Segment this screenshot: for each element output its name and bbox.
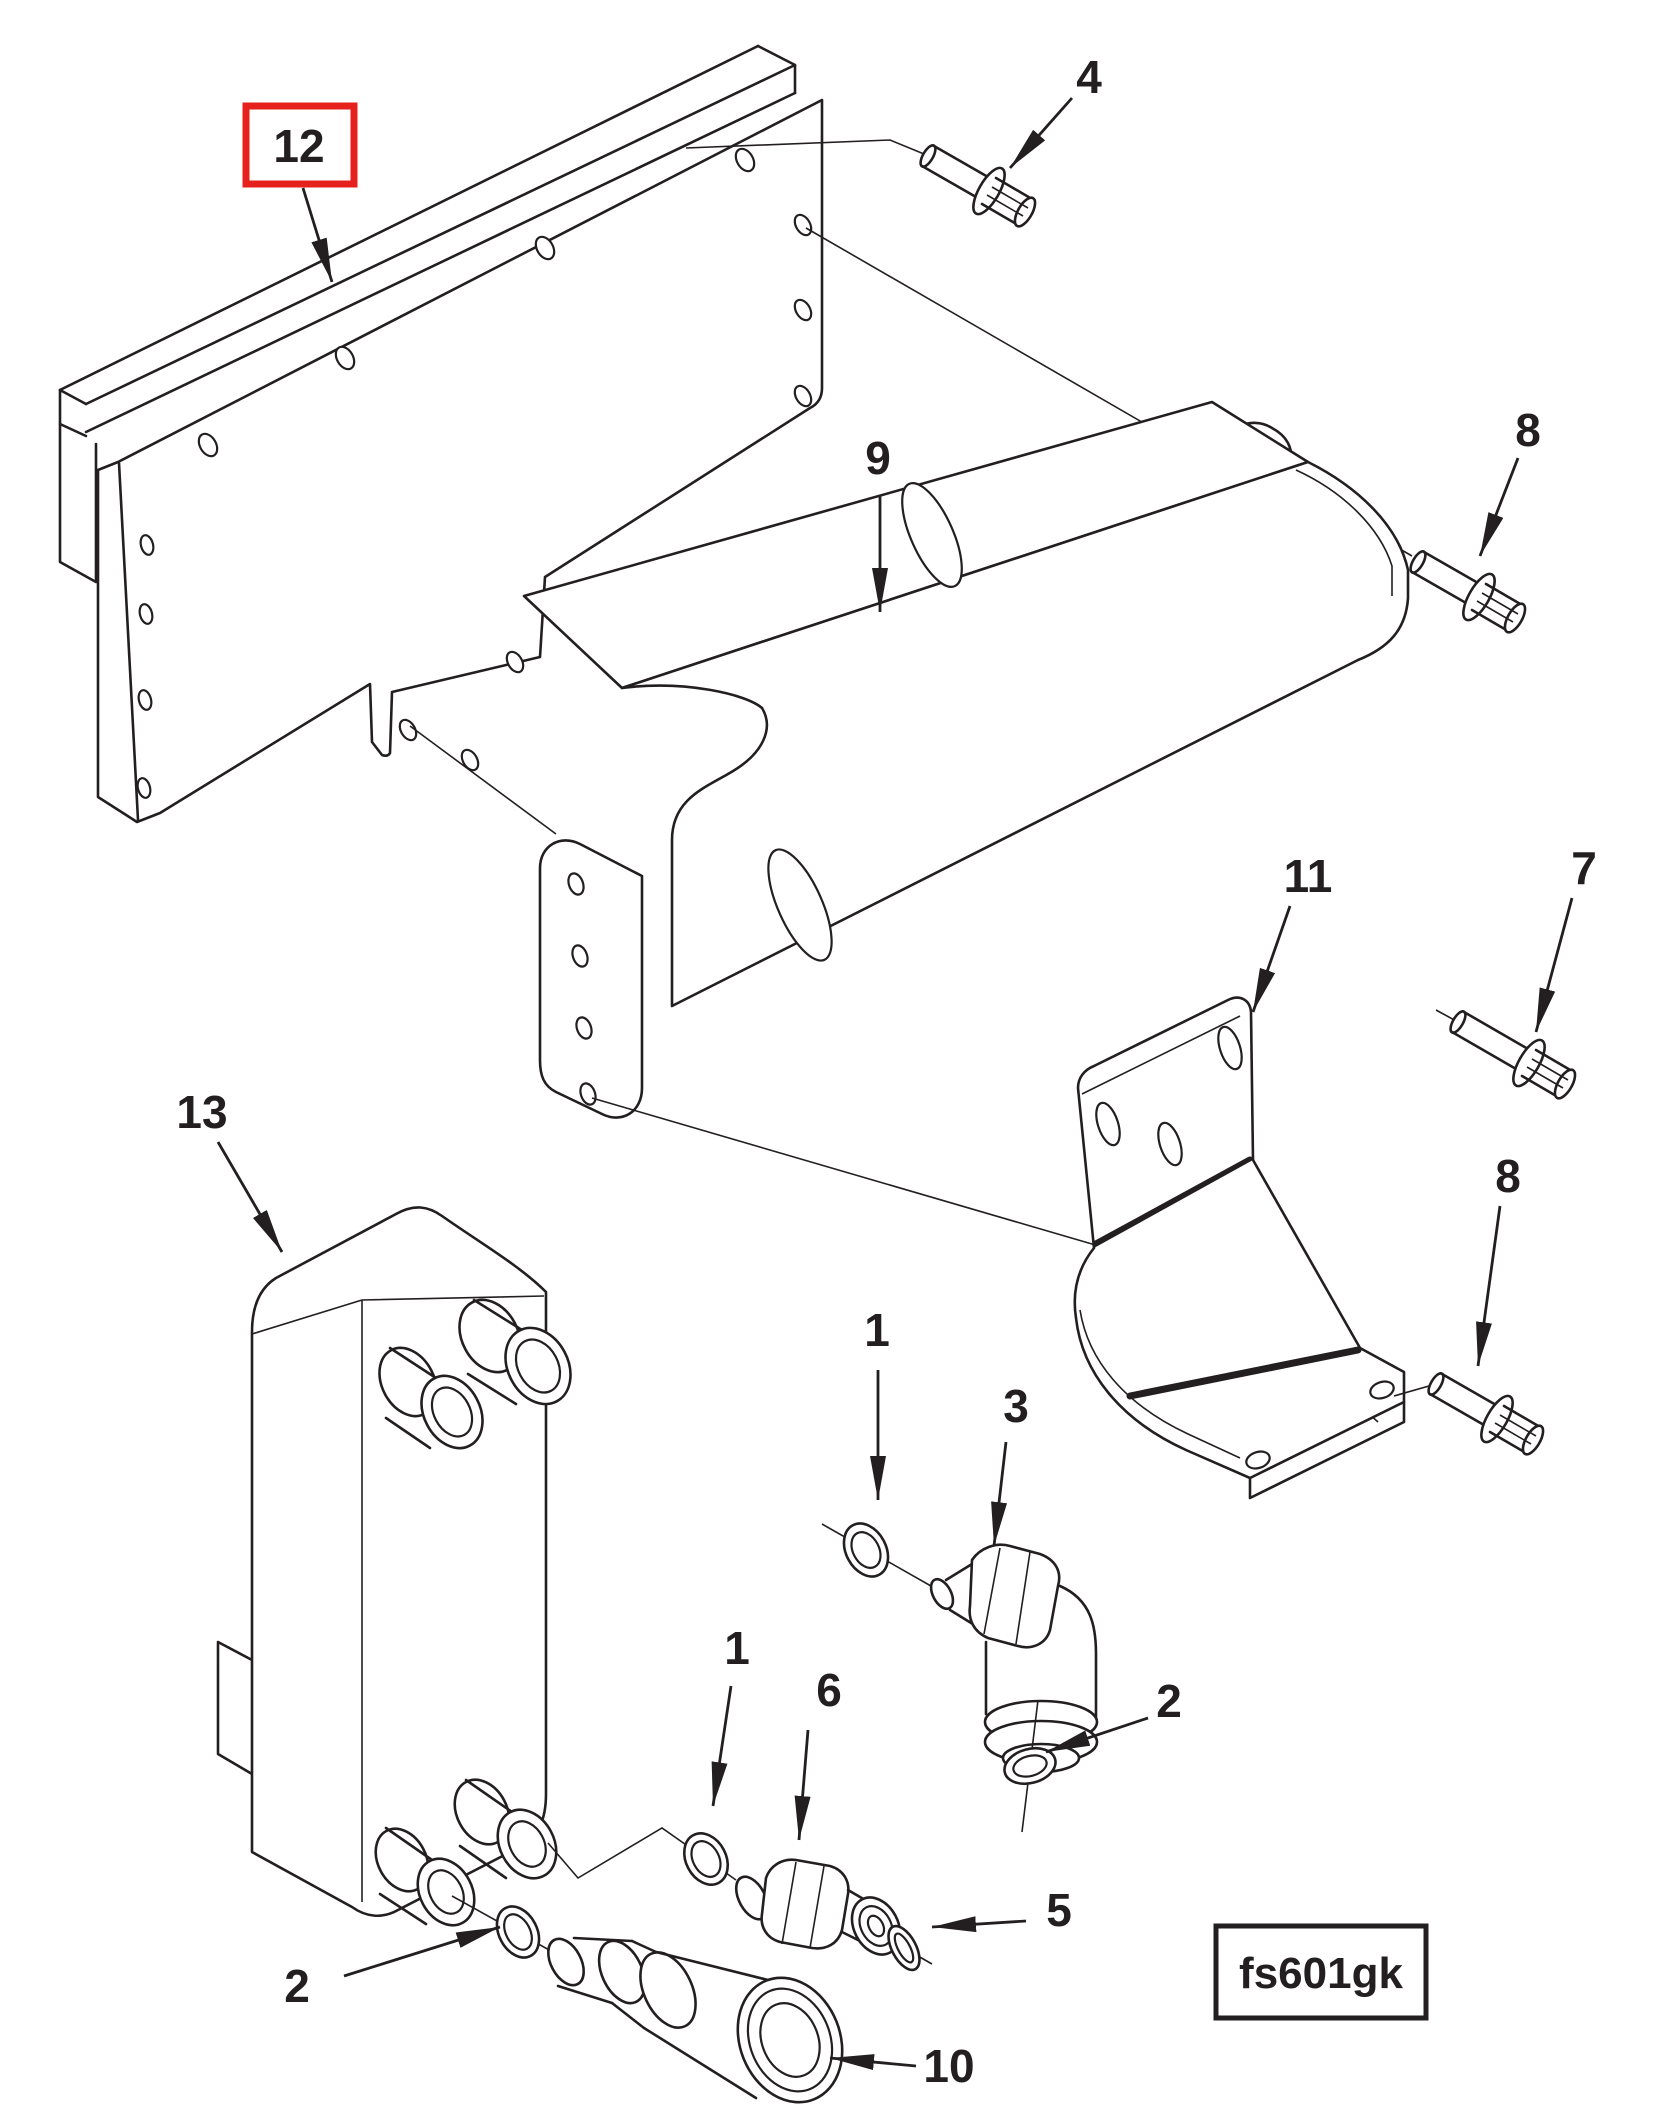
callout-label: 13 <box>176 1086 227 1138</box>
callout-label: 6 <box>816 1664 842 1716</box>
highlight-box <box>242 102 358 188</box>
callout-12: 12 <box>242 102 358 283</box>
callout-3: 3 <box>991 1380 1029 1547</box>
callout-10: 10 <box>829 2040 975 2092</box>
callout-label: 7 <box>1571 842 1597 894</box>
callout-8-lower: 8 <box>1476 1150 1521 1367</box>
callout-label: 11 <box>1284 850 1333 902</box>
port-top-back <box>378 1346 484 1450</box>
drawing-code-text: fs601gk <box>1239 1949 1403 1998</box>
callout-8-upper: 8 <box>1478 404 1541 557</box>
flange-bolt-upper <box>919 144 1037 228</box>
mounting-plate <box>58 44 824 824</box>
flange-bolt-right-upper <box>1409 550 1527 634</box>
o-ring-lower <box>682 1832 730 1886</box>
callout-7: 7 <box>1534 842 1597 1033</box>
o-ring-small <box>887 1924 921 1972</box>
callout-label: 12 <box>273 120 324 172</box>
callout-1-lower: 1 <box>711 1622 750 1807</box>
callout-9: 9 <box>865 432 891 612</box>
callout-5: 5 <box>931 1884 1072 1936</box>
flange-bolt-right-lower <box>1393 1372 1545 1456</box>
drawing-code-box: fs601gk <box>1213 1923 1429 2021</box>
callout-13: 13 <box>176 1086 284 1253</box>
callout-label: 5 <box>1046 1884 1072 1936</box>
callout-label: 1 <box>724 1622 750 1674</box>
callout-11: 11 <box>1251 850 1333 1013</box>
callout-label: 2 <box>1156 1675 1182 1727</box>
callout-label: 9 <box>865 432 891 484</box>
callout-label: 2 <box>284 1960 310 2012</box>
quick-connect-coupling <box>451 1895 844 2104</box>
o-ring-coupling <box>495 1905 541 1959</box>
callout-label: 1 <box>864 1304 890 1356</box>
angle-bracket <box>1073 996 1406 1500</box>
port-bottom-front <box>374 1826 476 1927</box>
callout-label: 4 <box>1076 51 1102 103</box>
callout-4: 4 <box>1008 51 1102 169</box>
callout-label: 8 <box>1515 404 1541 456</box>
callout-2-left: 2 <box>284 1925 501 2012</box>
heat-exchanger <box>216 1206 572 1927</box>
long-flange-bolt <box>1435 1009 1577 1100</box>
elbow-fitting <box>821 1522 1099 1833</box>
support-bracket <box>522 400 1410 1119</box>
callout-label: 8 <box>1495 1150 1521 1202</box>
callout-6: 6 <box>794 1664 842 1841</box>
connector-fitting <box>547 1827 933 1972</box>
callout-2-right: 2 <box>1045 1675 1182 1754</box>
o-ring-upper <box>842 1522 890 1578</box>
port-bottom-back <box>453 1778 558 1880</box>
callout-1-upper: 1 <box>864 1304 890 1500</box>
port-top-front <box>458 1298 572 1406</box>
o-ring-elbow <box>1003 1746 1057 1786</box>
callout-label: 10 <box>923 2040 974 2092</box>
callout-label: 3 <box>1003 1380 1029 1432</box>
